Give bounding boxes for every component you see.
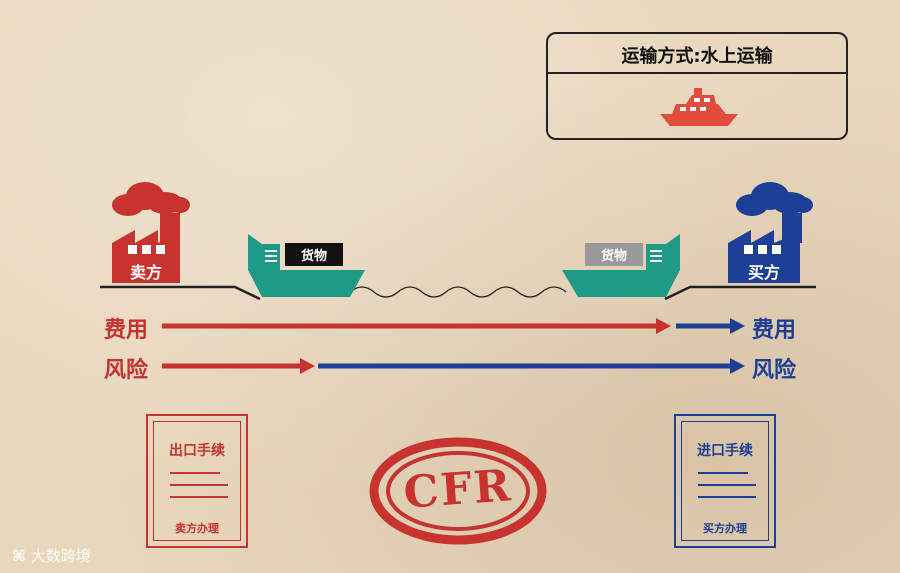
watermark-logo-icon: ⌘ <box>12 547 26 565</box>
buyer-label: 买方 <box>728 259 800 283</box>
import-document: 进口手续 买方办理 <box>674 414 776 548</box>
left-cargo-ship-icon <box>248 234 365 297</box>
import-document-sign: 买方办理 <box>676 520 774 536</box>
export-document-title: 出口手续 <box>148 440 246 460</box>
export-document: 出口手续 卖方办理 <box>146 414 248 548</box>
risk-label-buyer: 风险 <box>752 352 796 384</box>
buyer-shoreline <box>665 287 816 299</box>
cost-label-seller: 费用 <box>104 312 148 344</box>
risk-label-seller: 风险 <box>104 352 148 384</box>
risk-arrows <box>162 358 745 374</box>
import-document-title: 进口手续 <box>676 440 774 460</box>
right-cargo-label: 货物 <box>585 245 643 264</box>
cost-label-buyer: 费用 <box>752 312 796 344</box>
right-cargo-ship-icon <box>562 234 680 297</box>
seller-label: 卖方 <box>112 259 180 283</box>
export-document-sign: 卖方办理 <box>148 520 246 536</box>
left-cargo-label: 货物 <box>285 245 343 264</box>
cost-arrows <box>162 318 745 334</box>
seller-shoreline <box>100 287 260 299</box>
water-wave <box>350 287 566 297</box>
cfr-stamp-text: CFR <box>386 459 529 520</box>
watermark-text: 大数跨境 <box>31 547 91 565</box>
watermark: ⌘ 大数跨境 <box>12 545 91 566</box>
